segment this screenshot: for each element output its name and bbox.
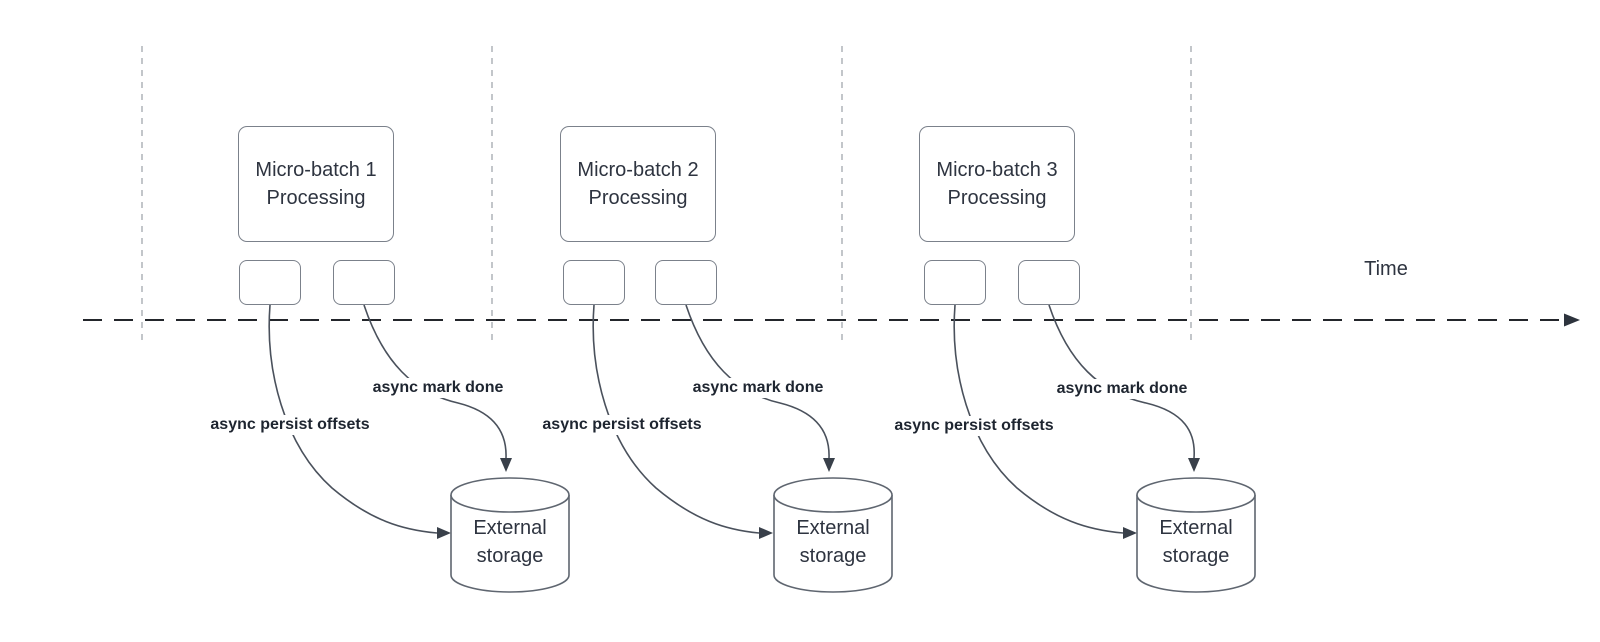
mark-done-arrow-3 (1048, 304, 1195, 459)
external-storage-label-2-line1: External (796, 517, 870, 539)
connectors-group-2 (592, 304, 830, 534)
external-storage-label-2: External storage (774, 514, 892, 570)
cylinder-top (773, 477, 893, 513)
mark-done-label-2: async mark done (689, 378, 827, 398)
persist-offsets-label-2: async persist offsets (539, 415, 705, 435)
mark-done-arrow-1 (363, 304, 507, 459)
cylinder-top (1136, 477, 1256, 513)
task-box-2a (563, 260, 625, 305)
persist-arrowhead-icon-2 (759, 527, 773, 539)
task-box-1a (239, 260, 301, 305)
external-storage-label-1-line2: storage (476, 545, 544, 567)
task-box-2b (655, 260, 717, 305)
external-storage-label-3: External storage (1137, 514, 1255, 570)
micro-batch-2-box: Micro-batch 2 Processing (560, 126, 716, 242)
micro-batch-3-title-line1: Micro-batch 3 (936, 159, 1058, 181)
micro-batch-3-title-line2: Processing (947, 187, 1047, 209)
micro-batch-2-title-line2: Processing (588, 187, 688, 209)
timeline-axis (83, 313, 1580, 327)
persist-offsets-label-1: async persist offsets (207, 415, 373, 435)
external-storage-cylinder-2 (773, 477, 893, 593)
external-storage-label-3-line2: storage (1162, 545, 1230, 567)
external-storage-label-1: External storage (451, 514, 569, 570)
cylinder-top (450, 477, 570, 513)
persist-offsets-arrow-3 (953, 304, 1124, 534)
external-storage-label-3-line1: External (1159, 517, 1233, 539)
task-box-1b (333, 260, 395, 305)
persist-offsets-label-3: async persist offsets (891, 416, 1057, 436)
cylinder-body (773, 495, 893, 593)
connectors-group-3 (953, 304, 1195, 534)
micro-batch-3-box: Micro-batch 3 Processing (919, 126, 1075, 242)
external-storage-cylinder-1 (450, 477, 570, 593)
mark-done-arrow-2 (685, 304, 830, 459)
persist-offsets-arrow-2 (592, 304, 760, 534)
micro-batch-2-title-line1: Micro-batch 2 (577, 159, 699, 181)
micro-batch-1-title-line2: Processing (266, 187, 366, 209)
connectors-group-1 (268, 304, 507, 534)
persist-arrowhead-icon-3 (1123, 527, 1137, 539)
mark-arrowhead-icon-2 (823, 458, 835, 472)
task-box-3a (924, 260, 986, 305)
task-box-3b (1018, 260, 1080, 305)
external-storage-label-2-line2: storage (799, 545, 867, 567)
external-storage-label-1-line1: External (473, 517, 547, 539)
cylinder-body (1136, 495, 1256, 593)
external-storage-cylinder-3 (1136, 477, 1256, 593)
time-label: Time (1364, 258, 1408, 280)
persist-arrowhead-icon-1 (437, 527, 451, 539)
mark-done-label-1: async mark done (369, 378, 507, 398)
mark-arrowhead-icon-3 (1188, 458, 1200, 472)
mark-done-label-3: async mark done (1053, 379, 1191, 399)
interval-gridlines (141, 46, 1192, 343)
persist-offsets-arrow-1 (268, 304, 438, 534)
micro-batch-1-box: Micro-batch 1 Processing (238, 126, 394, 242)
mark-arrowhead-icon-1 (500, 458, 512, 472)
cylinder-body (450, 495, 570, 593)
timeline-arrowhead-icon (1564, 313, 1580, 327)
micro-batch-1-title-line1: Micro-batch 1 (255, 159, 377, 181)
